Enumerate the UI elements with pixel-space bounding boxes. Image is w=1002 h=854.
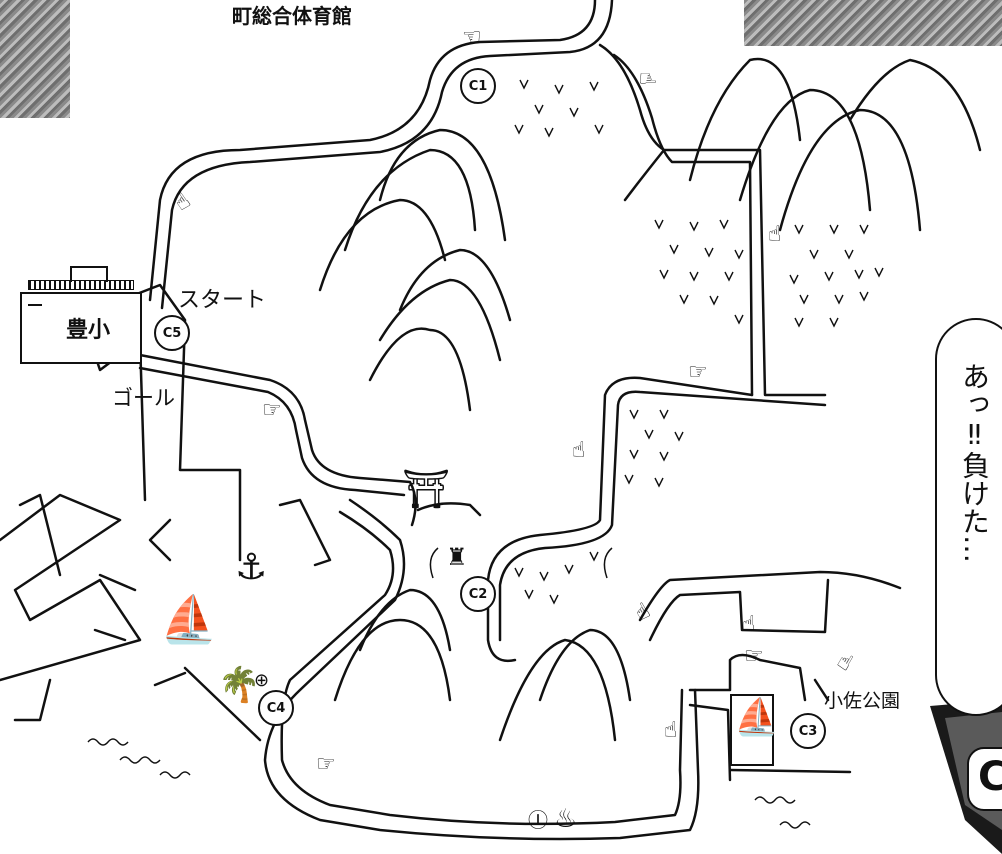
tower-icon: ♜ [446,543,468,571]
pointing-hand-icon: ☞ [744,644,764,669]
pointing-hand-icon: ☞ [262,398,282,423]
gym-label: 町総合体育館 [232,4,352,28]
park-label: 小佐公園 [824,690,901,712]
pointing-hand-icon: ☝ [664,718,678,743]
harbor-piers [0,283,332,742]
checkpoint-c3: C3 [790,713,826,749]
pointing-hand-icon: ☝ [634,71,660,86]
pointing-hand-icon: ☞ [316,752,336,777]
checkpoint-c1: C1 [460,68,496,104]
post-office-icon: Ⓘ [528,808,548,832]
pointing-hand-icon: ☜ [462,25,482,50]
fire-station-icon: ⊕ [254,670,270,691]
tree-icon: 🌴 [218,665,261,705]
school-windows [28,304,132,350]
start-label: スタート [178,288,267,313]
speech-bubble [935,318,1002,716]
flag-letter: C [978,754,1002,800]
photo-fragment-top-left [0,0,70,118]
anchor-icon: ⚓ [235,547,268,588]
school-roof [28,280,134,290]
photo-fragment-top-right [744,0,1002,46]
pointing-hand-icon: ☝ [572,438,586,463]
school-label: 豊小 [66,318,111,343]
checkpoint-c5: C5 [154,315,190,351]
checkpoint-c2: C2 [460,576,496,612]
sailboat-icon: ⛵ [734,697,779,738]
flag-icon [930,700,1002,854]
mountains [318,57,982,742]
road-network [138,0,902,841]
school-chimney [70,266,108,282]
hot-spring-icon: ♨ [554,804,578,834]
pointing-hand-icon: ☝ [742,612,756,637]
boat-dock-box [730,694,774,766]
torii-icon: ⛩ [402,467,451,511]
pointing-hand-icon: ☝ [768,222,782,247]
speech-bubble-text: あっ‼負けた… [958,362,991,563]
goal-label: ゴール [112,386,175,410]
pointing-hand-icon: ☞ [688,360,708,385]
school-building: 豊小 [20,266,142,364]
water-waves [87,738,811,829]
sailboat-icon: ⛵ [160,592,218,646]
checkpoint-c4: C4 [258,690,294,726]
grass-marks [514,79,884,605]
